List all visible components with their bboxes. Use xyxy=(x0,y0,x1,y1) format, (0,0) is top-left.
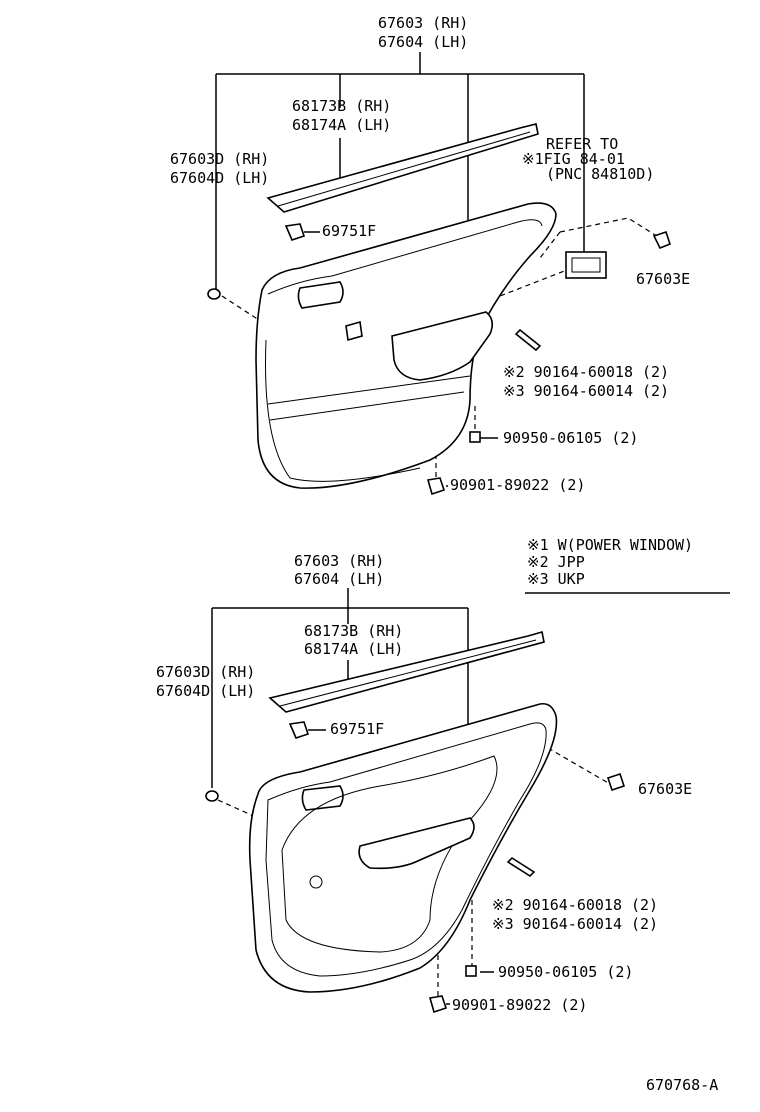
upper-weatherstrip xyxy=(266,123,539,213)
upper-bottom-clip-part xyxy=(426,477,446,496)
lower-panel-lh-label: 67604 (LH) xyxy=(294,570,384,588)
lower-clip-rh-label: 67603D (RH) xyxy=(156,663,255,681)
upper-clip-lh-label: 67604D (LH) xyxy=(170,169,269,187)
upper-screw-ukp-label: ※3 90164-60014 (2) xyxy=(503,382,669,400)
lower-grommet-dash xyxy=(547,747,611,785)
lower-panel-inner-edge xyxy=(265,722,547,977)
upper-clip-bottom-label: 90901-89022 (2) xyxy=(450,476,585,494)
upper-screw-part xyxy=(514,328,542,352)
lower-screw-ukp-label: ※3 90164-60014 (2) xyxy=(492,915,658,933)
upper-panel-trim xyxy=(267,219,543,295)
upper-door-handle xyxy=(297,281,344,309)
upper-armrest xyxy=(391,311,494,381)
upper-screw-jpp-label: ※2 90164-60018 (2) xyxy=(503,363,669,381)
legend-note-3: ※3 UKP xyxy=(527,570,585,588)
legend-note-1: ※1 W(POWER WINDOW) xyxy=(527,536,693,554)
upper-grommet-part xyxy=(652,230,671,250)
lower-clip-bottom-label: 90901-89022 (2) xyxy=(452,996,587,1014)
upper-leader-tree xyxy=(215,52,585,290)
upper-weatherstrip-lh-label: 68174A (LH) xyxy=(292,116,391,134)
upper-cap-label: 90950-06105 (2) xyxy=(503,429,638,447)
upper-left-clip-part xyxy=(207,288,221,300)
figure-id: 670768-A xyxy=(646,1076,718,1094)
upper-cap-leader xyxy=(446,437,498,487)
lower-panel-emblem xyxy=(309,875,323,889)
lower-cap-label: 90950-06105 (2) xyxy=(498,963,633,981)
lower-weatherstrip-line xyxy=(279,639,537,707)
lower-left-clip-part xyxy=(205,790,219,802)
refer-fig-label: ※1FIG 84-01 xyxy=(522,150,625,168)
refer-to-label: REFER TO xyxy=(546,135,618,153)
lower-bottom-clip-part xyxy=(428,995,448,1014)
lower-cap-part xyxy=(465,965,477,977)
legend: ※1 W(POWER WINDOW) ※2 JPP ※3 UKP xyxy=(525,536,730,594)
lower-grommet-part xyxy=(606,772,626,792)
lower-weatherstrip-rh-label: 68173B (RH) xyxy=(304,622,403,640)
lower-clip-lh-label: 67604D (LH) xyxy=(156,682,255,700)
lower-fastener-label: 69751F xyxy=(330,720,384,738)
lower-screw-jpp-label: ※2 90164-60018 (2) xyxy=(492,896,658,914)
upper-weatherstrip-rh-label: 68173B (RH) xyxy=(292,97,391,115)
upper-panel-tab xyxy=(345,320,363,342)
lower-leader-tree xyxy=(211,588,469,788)
upper-clip-rh-label: 67603D (RH) xyxy=(170,150,269,168)
lower-weatherstrip xyxy=(268,630,545,713)
lower-clip-dash xyxy=(217,799,259,819)
upper-grommet-dash xyxy=(499,217,661,297)
legend-note-2: ※2 JPP xyxy=(527,553,585,571)
refer-pnc-label: (PNC 84810D) xyxy=(546,165,654,183)
lower-fastener-part xyxy=(288,721,310,739)
upper-cap-part xyxy=(469,431,481,443)
lower-door-handle xyxy=(301,785,344,811)
lower-cap-leader xyxy=(446,971,494,1005)
lower-grommet-label: 67603E xyxy=(638,780,692,798)
lower-panel-rh-label: 67603 (RH) xyxy=(294,552,384,570)
upper-panel-rh-label: 67603 (RH) xyxy=(378,14,468,32)
upper-fastener-label: 69751F xyxy=(322,222,376,240)
upper-window-switch xyxy=(565,251,607,279)
upper-fastener-part xyxy=(284,223,306,241)
lower-armrest xyxy=(358,817,475,870)
upper-panel-molding xyxy=(267,375,471,421)
upper-panel-lh-label: 67604 (LH) xyxy=(378,33,468,51)
upper-weatherstrip-line xyxy=(277,131,531,207)
lower-screw-part xyxy=(506,856,536,878)
lower-weatherstrip-lh-label: 68174A (LH) xyxy=(304,640,403,658)
upper-grommet-label: 67603E xyxy=(636,270,690,288)
upper-assembly: 67603 (RH) 67604 (LH) 68173B (RH) 68174A… xyxy=(170,14,690,496)
lower-assembly: 67603 (RH) 67604 (LH) 68173B (RH) 68174A… xyxy=(156,552,692,1014)
upper-panel-edge xyxy=(265,339,421,482)
upper-window-switch-face xyxy=(571,257,601,273)
